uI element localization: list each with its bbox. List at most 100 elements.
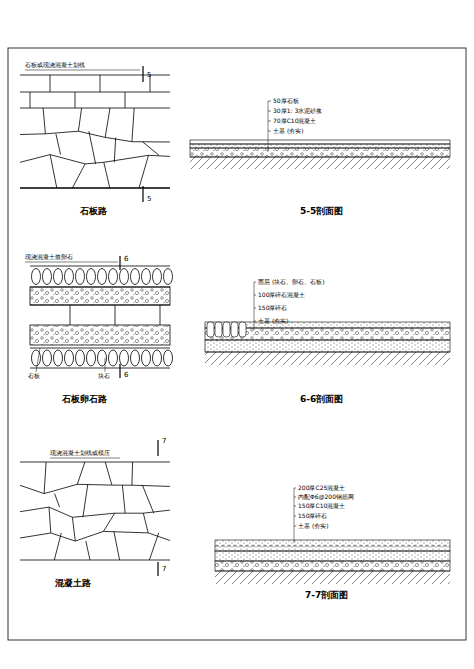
pebble	[98, 350, 107, 366]
part-name: 块石	[98, 373, 110, 380]
stone-joint	[114, 531, 120, 560]
callout-number: 7	[162, 437, 166, 445]
stone-joint	[142, 142, 159, 156]
layer-note: 30厚1: 3水泥砂浆	[273, 108, 322, 115]
callout-number: 7	[162, 565, 166, 573]
stone-joint	[83, 484, 88, 517]
pebble	[109, 350, 118, 366]
sheet-frame	[8, 48, 466, 640]
stone-joint	[50, 155, 57, 188]
drawing-title: 石板卵石路	[62, 394, 107, 404]
pebble	[142, 350, 151, 366]
pebble	[153, 269, 162, 285]
pebble	[43, 269, 52, 285]
stone-joint	[20, 484, 170, 493]
stone-joint	[143, 513, 148, 533]
pebble	[164, 269, 173, 285]
callout-number: 5	[147, 71, 151, 79]
layer-note: 内配Φ6@200钢筋网	[298, 494, 354, 501]
stone-joint	[86, 541, 90, 560]
drawing-title: 6-6剖面图	[300, 394, 343, 404]
stone-joint	[54, 533, 61, 560]
stone-joint	[72, 517, 75, 541]
pebble	[76, 269, 85, 285]
stone-joint	[55, 494, 60, 508]
stone-joint	[103, 513, 114, 531]
pebble	[65, 350, 74, 366]
layer-note: 100厚碎石混凝土	[258, 292, 305, 299]
stone-joint	[105, 108, 110, 137]
section-5-5	[190, 101, 450, 169]
pebble	[54, 269, 63, 285]
drawing-title: 石板路	[80, 206, 107, 216]
stone-joint	[131, 462, 133, 485]
pebble	[54, 350, 63, 366]
layer-note: 面层 (块石、卵石、石板)	[258, 279, 325, 286]
block-stone	[207, 322, 214, 337]
plan-note: 现浇混凝土划线或模压	[50, 450, 110, 457]
stone-joint	[89, 131, 96, 164]
layer-note: 土基 (夯实)	[298, 523, 329, 530]
stone-joint	[20, 531, 170, 541]
layer-note: 150厚碎石	[298, 513, 327, 520]
stone-joint	[20, 131, 170, 142]
pebble	[131, 269, 140, 285]
stone-joint	[139, 155, 149, 188]
block-stone	[239, 322, 246, 337]
section-6-6	[205, 282, 450, 365]
pebble	[32, 350, 41, 366]
stone-path-plan	[20, 66, 170, 202]
layer-note: 土基 (夯实)	[258, 318, 289, 325]
plan-note: 现浇混凝土嵌卵石	[25, 254, 73, 261]
pebble	[131, 350, 140, 366]
layer-note: 土基 (夯实)	[273, 128, 304, 135]
layer-note: 70厚C10混凝土	[273, 118, 316, 125]
concrete-path-plan	[20, 440, 170, 576]
pebble	[87, 269, 96, 285]
layer-note: 150厚碎石	[258, 305, 287, 312]
callout-number: 6	[124, 255, 128, 263]
callout-number: 5	[147, 195, 151, 203]
drawing-title: 混凝土路	[55, 578, 91, 588]
pebble	[65, 269, 74, 285]
stone-joint	[122, 485, 125, 513]
part-name: 石板	[28, 373, 40, 380]
pebble	[120, 350, 129, 366]
layer-note: 50厚石板	[273, 98, 299, 105]
section-7-7	[215, 488, 450, 584]
stone-joint	[56, 134, 61, 155]
stone-joint	[49, 507, 51, 533]
block-stone	[215, 322, 222, 337]
pebble	[87, 350, 96, 366]
stone-joint	[72, 164, 85, 188]
stone-joint	[20, 507, 170, 517]
pebble	[109, 269, 118, 285]
block-stone	[231, 322, 238, 337]
stone-joint	[78, 108, 81, 131]
layer-note: 150厚C10混凝土	[298, 503, 345, 510]
stone-joint	[77, 462, 85, 484]
pebble	[76, 350, 85, 366]
pebble	[32, 269, 41, 285]
drawing-title: 7-7剖面图	[305, 590, 348, 600]
pebble	[98, 269, 107, 285]
plan-note: 石板或现浇混凝土划线	[25, 62, 85, 69]
pebble	[164, 350, 173, 366]
pebble	[153, 350, 162, 366]
drawing-title: 5-5剖面图	[300, 206, 343, 216]
stone-joint	[132, 108, 134, 142]
callout-number: 6	[124, 371, 128, 379]
stone-joint	[44, 462, 46, 494]
stone-joint	[105, 462, 112, 485]
pebble	[120, 269, 129, 285]
stone-joint	[142, 485, 153, 513]
pebble	[43, 350, 52, 366]
slab-pebble-path-plan	[25, 256, 173, 378]
layer-note: 200厚C25混凝土	[298, 485, 345, 492]
stone-joint	[104, 162, 110, 188]
stone-joint	[149, 533, 158, 560]
block-stone	[223, 322, 230, 337]
stone-joint	[43, 108, 45, 134]
pebble	[142, 269, 151, 285]
